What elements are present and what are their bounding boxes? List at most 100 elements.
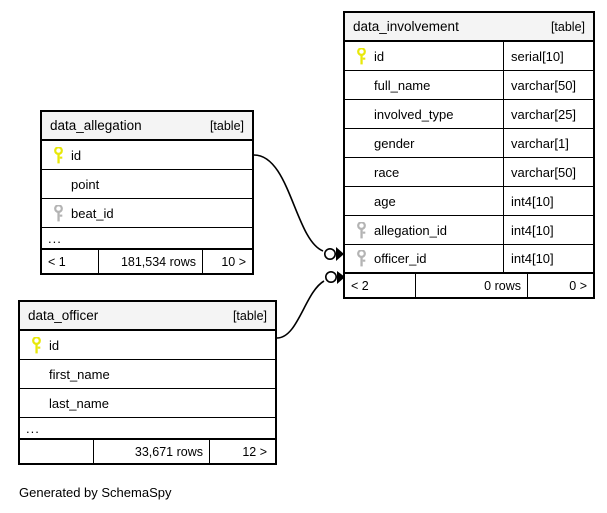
footer-row-count: 0 rows — [415, 274, 528, 297]
column-name-cell: full_name — [345, 71, 503, 99]
table-type-tag: [table] — [209, 118, 244, 133]
foreign-key-icon — [353, 221, 369, 239]
column-type-cell: varchar[1] — [503, 129, 593, 157]
column-name-cell: officer_id — [345, 245, 503, 272]
footer-prev-label: < 2 — [351, 278, 369, 293]
table-title: data_involvement — [353, 19, 459, 34]
foreign-key-icon — [353, 250, 369, 267]
primary-key-icon — [50, 146, 66, 164]
footer-next-page-button[interactable]: 12 > — [210, 440, 273, 463]
column-type-cell: varchar[25] — [503, 100, 593, 128]
column-type-label: int4[10] — [511, 222, 554, 238]
column-name-cell: id — [20, 331, 275, 359]
column-label: gender — [374, 135, 415, 151]
table-data-allegation[interactable]: data_allegation [table] id point — [40, 110, 254, 275]
ellipsis-label: ... — [26, 421, 40, 436]
footer-next-page-button[interactable]: 10 > — [203, 250, 252, 273]
column-label: beat_id — [71, 205, 114, 221]
column-type-cell: int4[10] — [503, 216, 593, 244]
relationship-officer-to-involvement — [276, 270, 345, 339]
table-data-officer[interactable]: data_officer [table] id first_name — [18, 300, 277, 465]
footer-prev-page-button[interactable]: < 2 — [345, 274, 415, 297]
column-row-beat-id[interactable]: beat_id — [42, 199, 252, 228]
column-row-officer-id[interactable]: officer_id int4[10] — [345, 245, 593, 274]
footer-next-label: 10 > — [221, 254, 246, 269]
table-type-tag: [table] — [550, 19, 585, 34]
column-label: first_name — [49, 366, 110, 382]
column-name-cell: gender — [345, 129, 503, 157]
column-label: race — [374, 164, 400, 180]
footer-row-count: 181,534 rows — [98, 250, 203, 273]
column-row-id[interactable]: id — [20, 331, 275, 360]
column-type-label: serial[10] — [511, 48, 564, 64]
column-row-race[interactable]: race varchar[50] — [345, 158, 593, 187]
column-row-point[interactable]: point — [42, 170, 252, 199]
column-row-involved-type[interactable]: involved_type varchar[25] — [345, 100, 593, 129]
footer-row-count-label: 33,671 rows — [134, 444, 203, 459]
column-name-cell: involved_type — [345, 100, 503, 128]
table-title: data_officer — [28, 308, 99, 323]
table-header: data_allegation [table] — [42, 112, 252, 141]
more-columns-indicator: ... — [20, 418, 275, 440]
relationship-allegation-to-involvement — [253, 154, 344, 261]
column-label: point — [71, 176, 100, 192]
column-name-cell: age — [345, 187, 503, 215]
column-row-age[interactable]: age int4[10] — [345, 187, 593, 216]
column-label: id — [49, 337, 60, 353]
column-row-allegation-id[interactable]: allegation_id int4[10] — [345, 216, 593, 245]
column-type-label: varchar[25] — [511, 106, 577, 122]
column-type-label: varchar[50] — [511, 164, 577, 180]
column-type-label: int4[10] — [511, 193, 554, 209]
optional-marker — [323, 248, 336, 261]
primary-key-icon — [353, 47, 369, 65]
column-label: age — [374, 193, 396, 209]
column-row-id[interactable]: id serial[10] — [345, 42, 593, 71]
ellipsis-label: ... — [48, 231, 62, 246]
column-label: officer_id — [374, 251, 427, 266]
column-type-cell: int4[10] — [503, 245, 593, 272]
footer-row-count-label: 0 rows — [484, 278, 521, 293]
table-data-involvement[interactable]: data_involvement [table] id serial[10] — [343, 11, 595, 299]
column-label: involved_type — [374, 106, 454, 122]
footer-next-label: 0 > — [569, 278, 587, 293]
column-label: last_name — [49, 395, 109, 411]
footer-row-count: 33,671 rows — [93, 440, 210, 463]
column-type-label: varchar[1] — [511, 135, 569, 151]
column-type-cell: varchar[50] — [503, 158, 593, 186]
footer-next-page-button[interactable]: 0 > — [528, 274, 593, 297]
column-type-cell: varchar[50] — [503, 71, 593, 99]
column-row-gender[interactable]: gender varchar[1] — [345, 129, 593, 158]
table-header: data_officer [table] — [20, 302, 275, 331]
column-name-cell: beat_id — [42, 199, 252, 227]
column-type-cell: serial[10] — [503, 42, 593, 70]
column-row-full-name[interactable]: full_name varchar[50] — [345, 71, 593, 100]
footer-row-count-label: 181,534 rows — [120, 254, 196, 269]
footer-prev-page-button[interactable] — [20, 440, 93, 463]
column-name-cell: point — [42, 170, 252, 198]
footer-next-label: 12 > — [242, 444, 267, 459]
column-name-cell: id — [42, 141, 252, 169]
more-columns-indicator: ... — [42, 228, 252, 250]
column-row-first-name[interactable]: first_name — [20, 360, 275, 389]
column-type-label: varchar[50] — [511, 77, 577, 93]
column-row-last-name[interactable]: last_name — [20, 389, 275, 418]
footer-prev-page-button[interactable]: < 1 — [42, 250, 98, 273]
foreign-key-icon — [50, 204, 66, 222]
column-row-id[interactable]: id — [42, 141, 252, 170]
generated-by-credit: Generated by SchemaSpy — [19, 485, 172, 500]
table-footer: 33,671 rows 12 > — [20, 440, 275, 463]
column-label: id — [374, 48, 385, 64]
column-name-cell: race — [345, 158, 503, 186]
table-footer: < 2 0 rows 0 > — [345, 274, 593, 297]
footer-prev-label: < 1 — [48, 254, 66, 269]
table-header: data_involvement [table] — [345, 13, 593, 42]
table-type-tag: [table] — [232, 308, 267, 323]
column-name-cell: first_name — [20, 360, 275, 388]
column-name-cell: allegation_id — [345, 216, 503, 244]
column-type-label: int4[10] — [511, 251, 554, 266]
table-title: data_allegation — [50, 118, 142, 133]
column-name-cell: id — [345, 42, 503, 70]
column-label: allegation_id — [374, 222, 448, 238]
table-footer: < 1 181,534 rows 10 > — [42, 250, 252, 273]
